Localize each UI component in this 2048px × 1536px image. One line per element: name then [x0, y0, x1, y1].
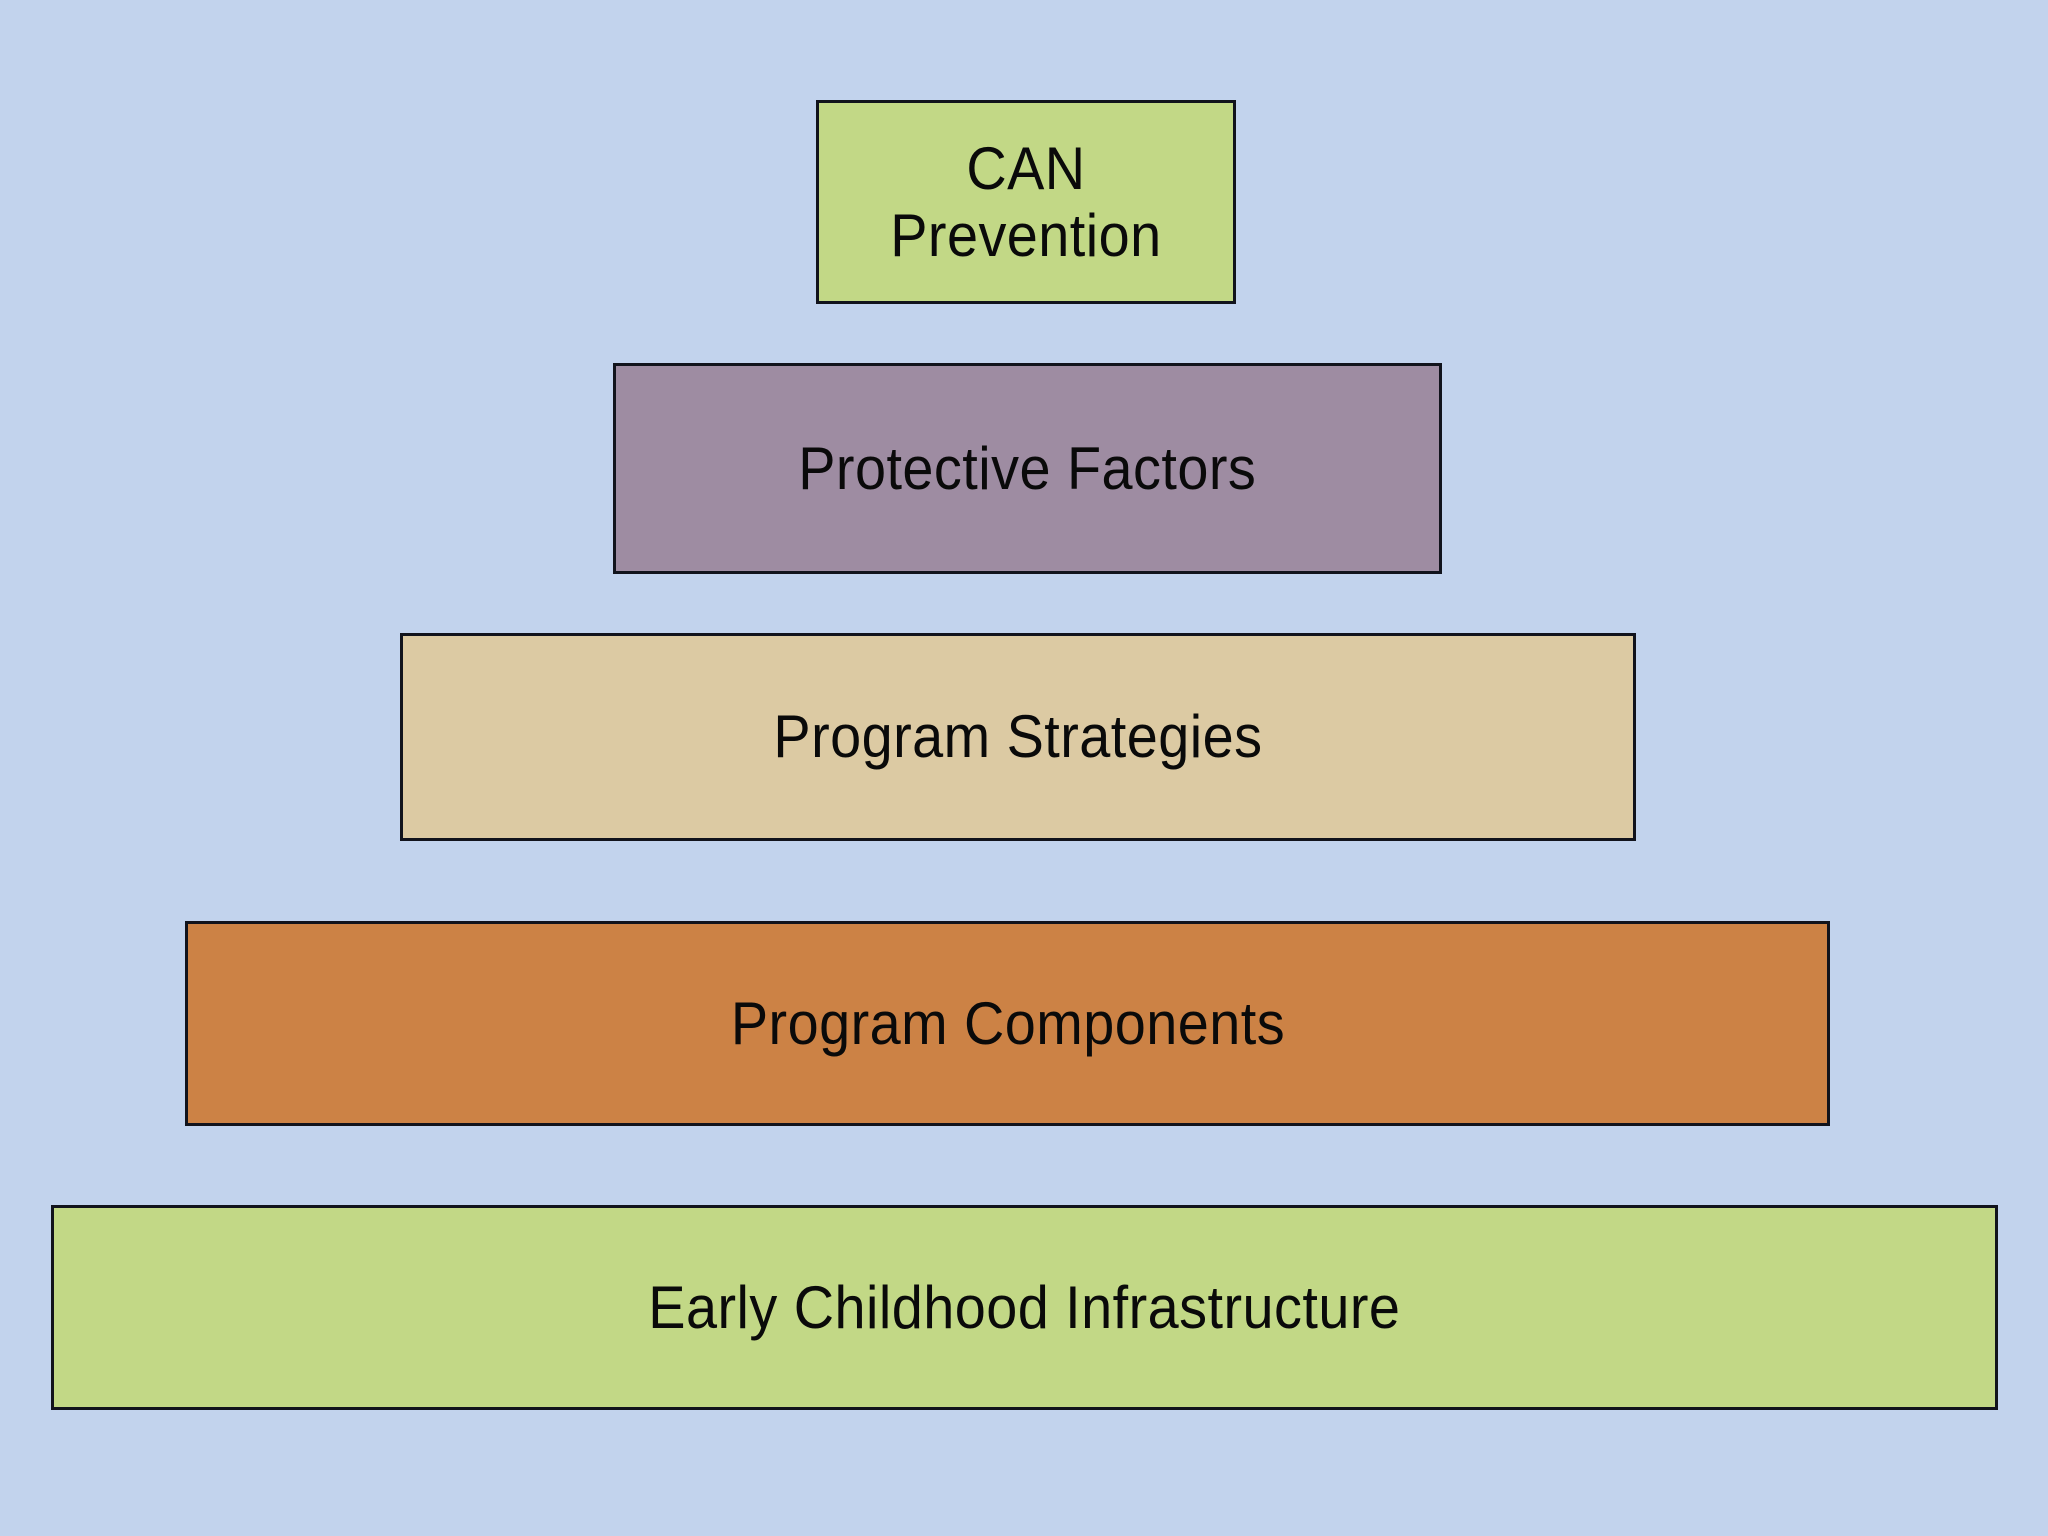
pyramid-tier-protective-factors[interactable]: Protective Factors [613, 363, 1442, 574]
pyramid-tier-program-components[interactable]: Program Components [185, 921, 1830, 1126]
pyramid-tier-can-prevention[interactable]: CAN Prevention [816, 100, 1236, 304]
pyramid-tier-label: Protective Factors [798, 434, 1257, 502]
pyramid-tier-label: Program Strategies [773, 703, 1263, 771]
pyramid-tier-label: Program Components [730, 989, 1285, 1057]
pyramid-tier-label: CAN Prevention [890, 134, 1162, 269]
pyramid-tier-label: Early Childhood Infrastructure [648, 1273, 1401, 1341]
pyramid-tier-program-strategies[interactable]: Program Strategies [400, 633, 1636, 841]
pyramid-tier-early-childhood-infrastructure[interactable]: Early Childhood Infrastructure [51, 1205, 1998, 1410]
